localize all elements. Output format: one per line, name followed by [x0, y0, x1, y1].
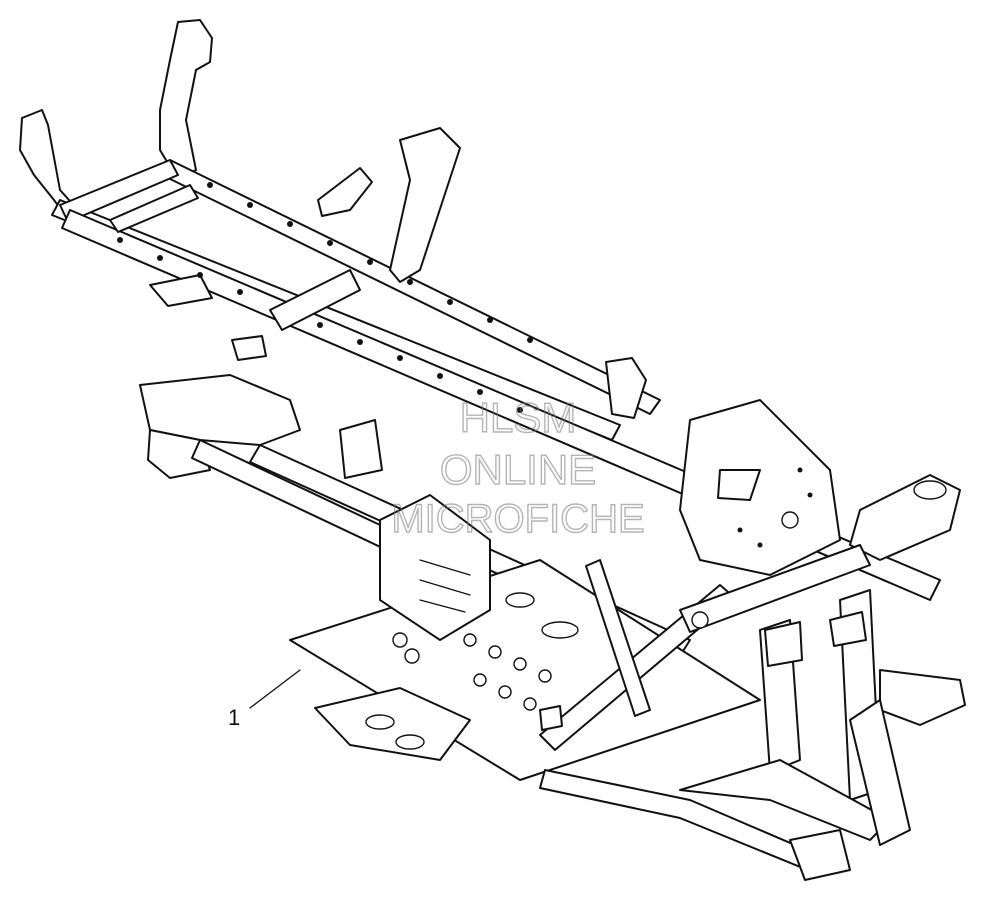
lower-chassis	[139, 374, 966, 881]
callout-leader-line	[249, 669, 301, 709]
watermark-line1: HLSM	[460, 394, 577, 441]
watermark: HLSM ONLINE MICROFICHE	[391, 393, 646, 541]
callout-label: 1	[228, 705, 240, 730]
watermark-line3: MICROFICHE	[391, 497, 644, 541]
watermark-line2: ONLINE	[440, 446, 596, 493]
callout-1: 1	[228, 669, 301, 730]
